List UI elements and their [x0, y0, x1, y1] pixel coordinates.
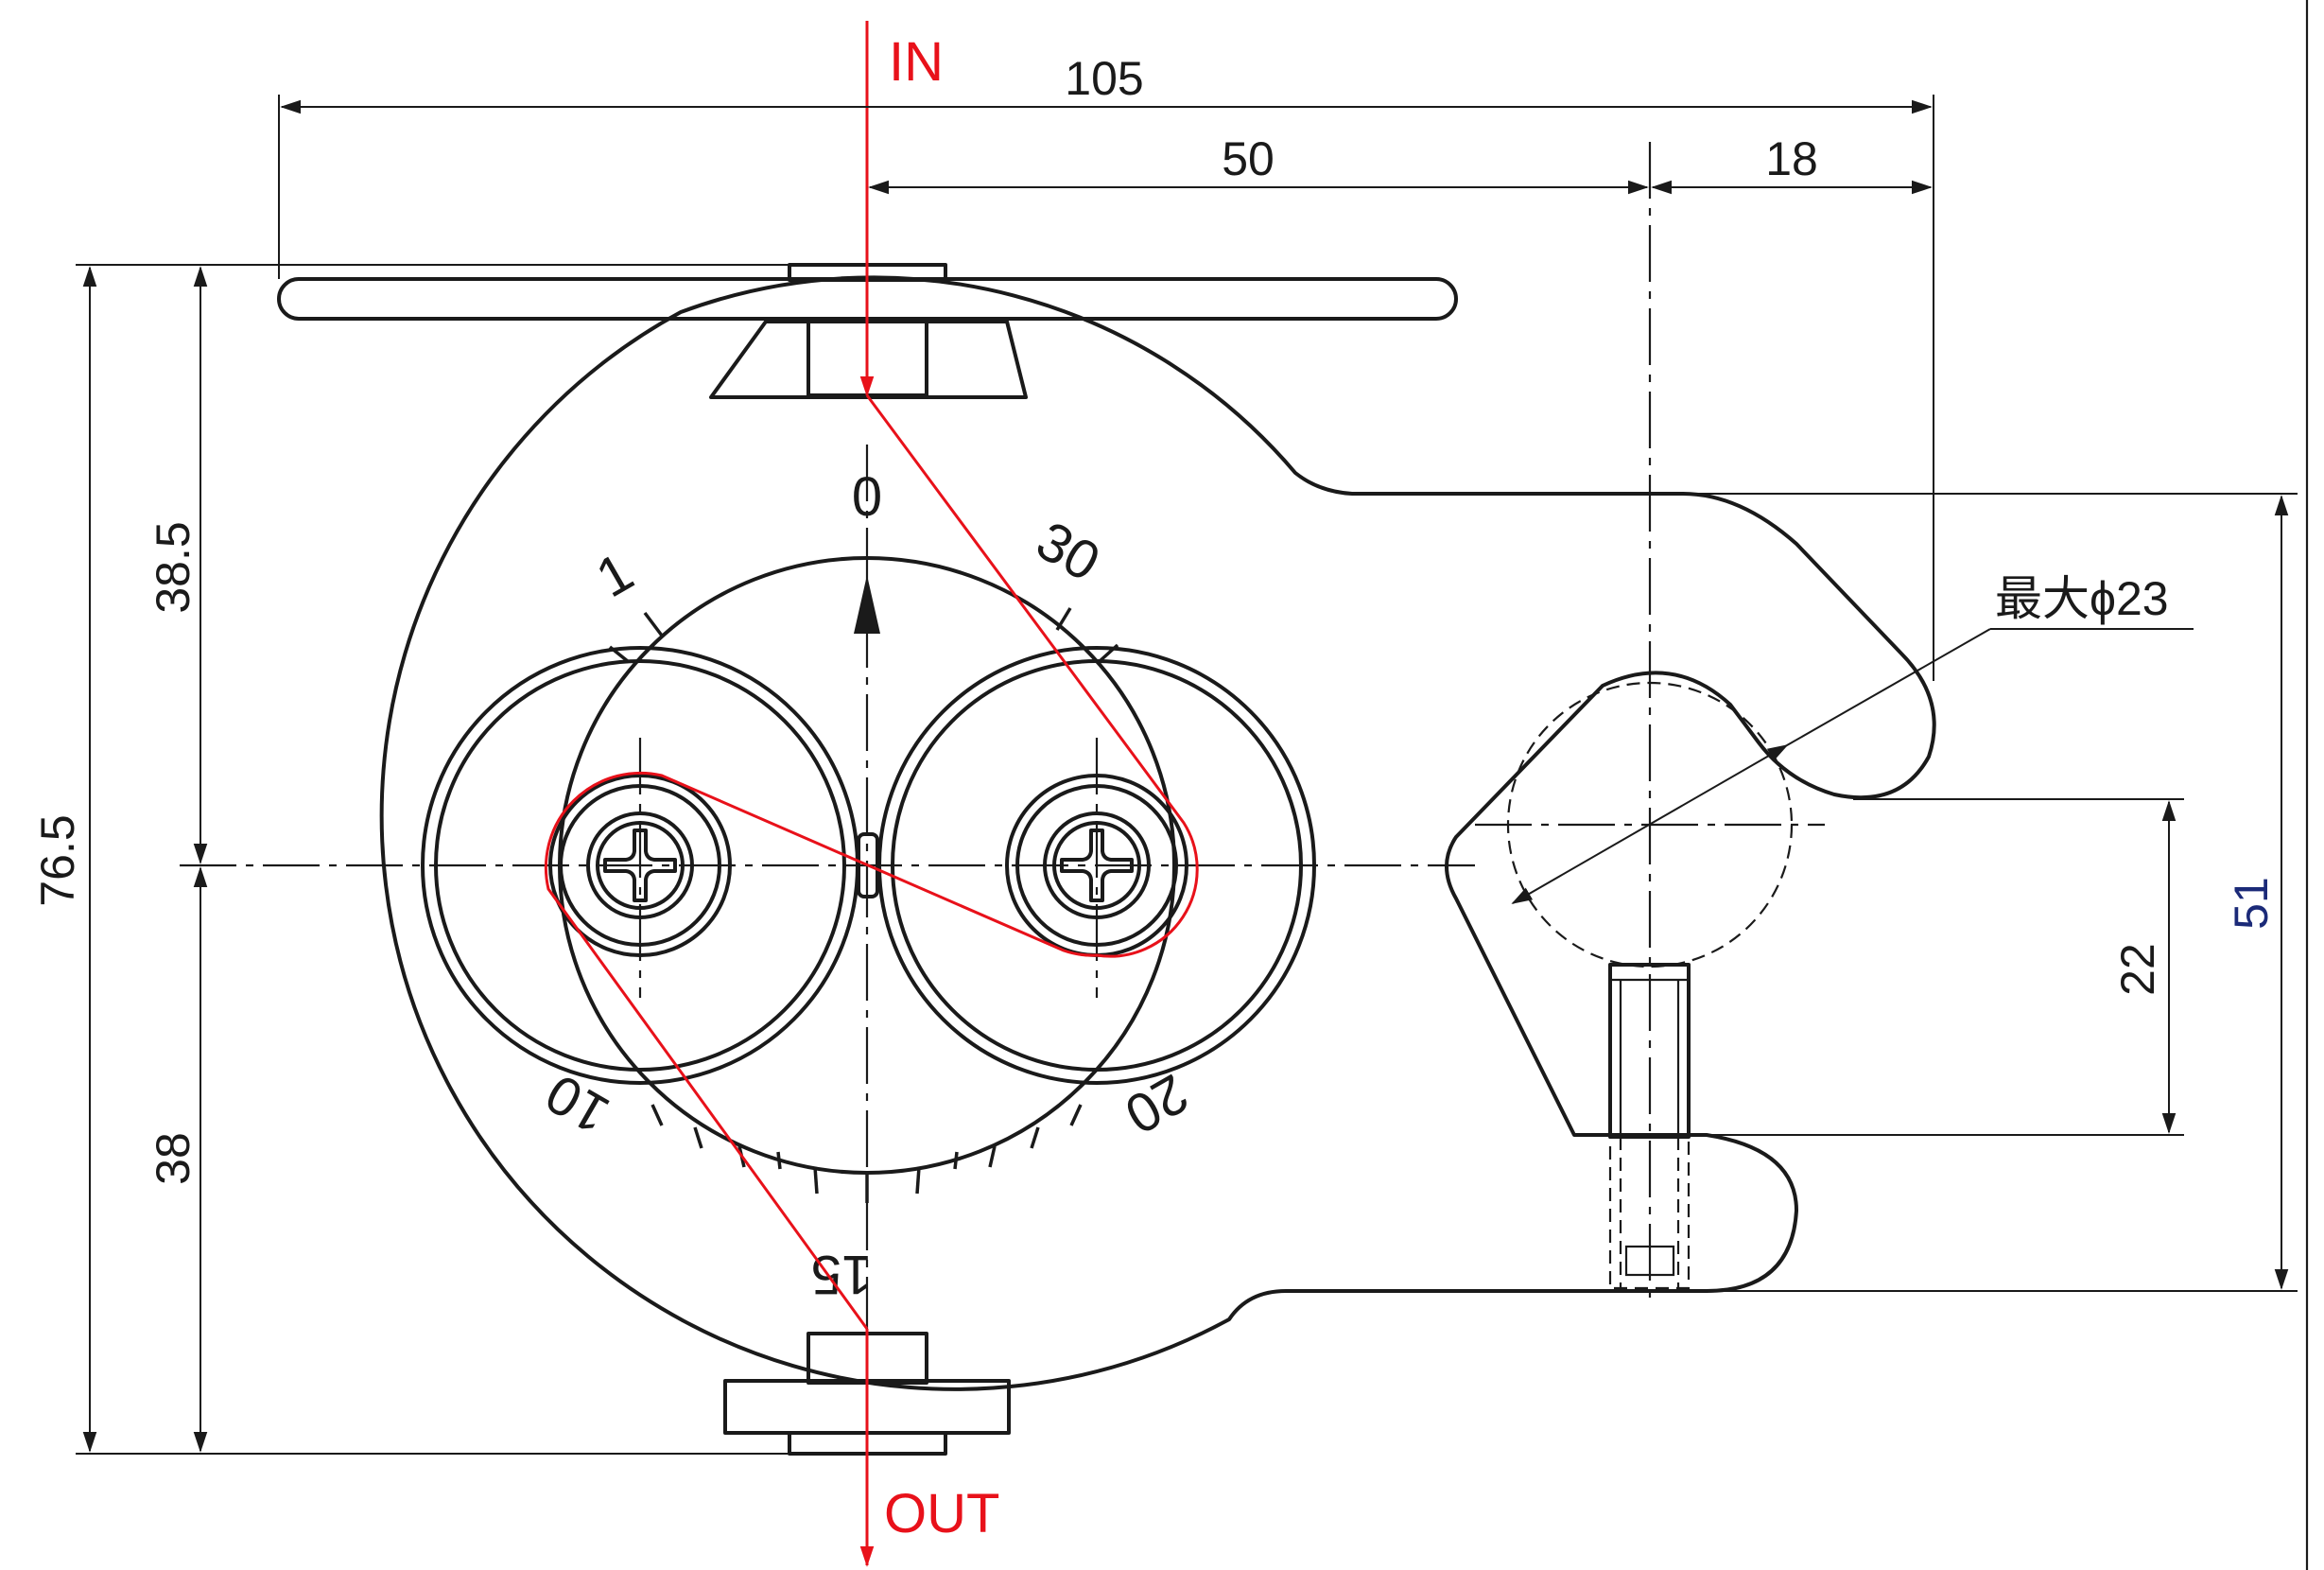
- left-screw-cross-icon: [603, 829, 677, 902]
- post-screw-hidden: [1608, 1135, 1691, 1290]
- scale-label-30: 30: [1027, 510, 1110, 594]
- out-label: OUT: [884, 1483, 999, 1544]
- left-washer-inner: [559, 784, 721, 947]
- dim-51: 51: [2225, 877, 2278, 930]
- post-screw-socket: [1624, 1245, 1675, 1277]
- zero-pointer-icon: [854, 575, 880, 634]
- scale-label-1: 1: [586, 541, 643, 609]
- scale-label-0: 0: [852, 466, 882, 528]
- in-label: IN: [889, 31, 944, 93]
- post-screw: [1608, 963, 1691, 1139]
- left-washer: [548, 774, 732, 957]
- right-screw-cross-icon: [1060, 829, 1134, 902]
- scale-label-10: 10: [536, 1062, 619, 1146]
- dim-22: 22: [2111, 943, 2164, 996]
- dim-76-5: 76.5: [31, 814, 84, 906]
- right-roller-inner: [891, 659, 1303, 1072]
- dim-18: 18: [1765, 132, 1818, 185]
- diameter-leader-ext: [1786, 628, 1991, 746]
- right-screw-inner: [1052, 821, 1141, 910]
- dim-38-5: 38.5: [147, 521, 199, 613]
- wire-path: [544, 394, 1199, 1330]
- right-washer-inner: [1015, 784, 1178, 947]
- left-screw-inner: [596, 821, 685, 910]
- left-screw-head: [586, 811, 694, 919]
- scale-label-20: 20: [1115, 1062, 1198, 1146]
- dim-105: 105: [1065, 52, 1143, 105]
- center-spacer: [857, 832, 879, 898]
- diameter-leader: [1511, 744, 1789, 904]
- dim-38: 38: [147, 1132, 199, 1185]
- left-roller-inner: [434, 659, 846, 1072]
- right-screw-head: [1043, 811, 1151, 919]
- max-diameter-label: 最大ϕ23: [1995, 572, 2169, 625]
- dim-50: 50: [1222, 132, 1275, 185]
